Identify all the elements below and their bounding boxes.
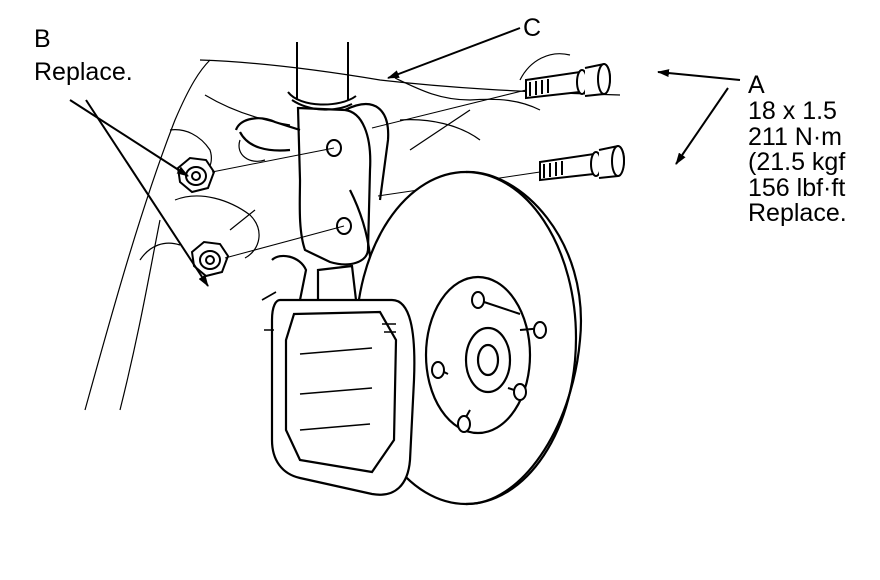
flange-nut-upper [176,156,216,194]
callout-c-letter: C [523,14,542,42]
brake-caliper [261,254,416,496]
leader-b-upper [69,99,189,177]
wheel-studs [431,291,547,433]
spec-thread-size: 18 x 1.5 [748,97,837,125]
callout-a-letter: A [748,71,765,99]
callout-b-note: Replace. [34,58,133,86]
background-frame [84,53,621,411]
flange-bolt-upper [525,62,611,100]
leader-lines [69,27,741,287]
flange-nut-lower [190,240,230,278]
flange-bolt-lower [539,144,625,182]
knuckle-bolt-holes [326,139,352,235]
nut-alignment-lines [211,147,345,259]
strut-assembly [287,42,357,111]
spec-replace-note: Replace. [748,199,847,227]
leader-b-lower [85,99,209,287]
callout-a-spec: 18 x 1.5 211 N·m (21.5 kgf 156 lbf·ft Re… [748,99,847,227]
spec-torque-kgf: (21.5 kgf [748,148,846,176]
spec-torque-lbf: 156 lbf·ft [748,173,846,202]
callout-b-letter: B [34,25,51,53]
leader-a-upper [657,69,741,81]
leader-c [387,27,521,79]
spec-torque-nm: 211 N·m [748,122,843,151]
leader-a-lower [675,87,729,165]
